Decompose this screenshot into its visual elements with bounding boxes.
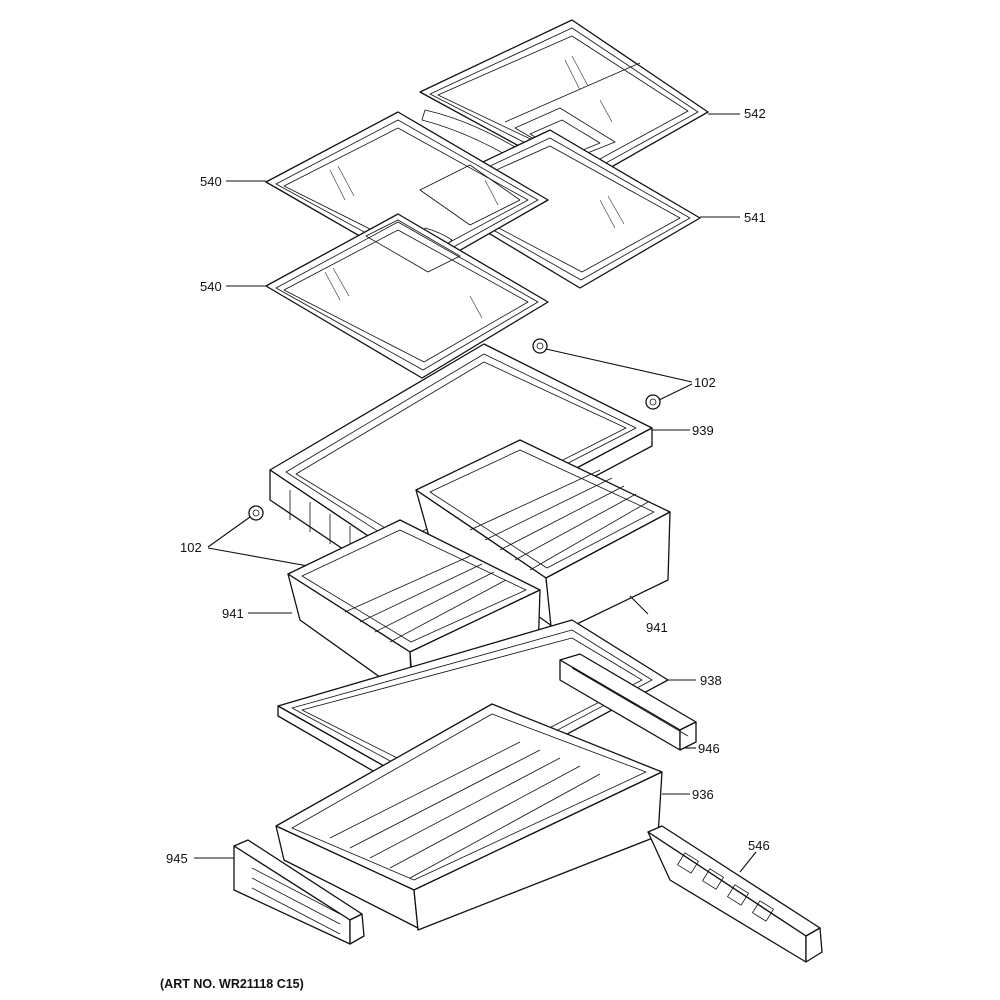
callout-945: 945 <box>166 851 188 866</box>
callout-102-left: 102 <box>180 540 202 555</box>
callout-540-lower: 540 <box>200 279 222 294</box>
pin-102-top-a <box>532 338 548 354</box>
callout-546: 546 <box>748 838 770 853</box>
callout-542: 542 <box>744 106 766 121</box>
callout-102-top: 102 <box>694 375 716 390</box>
callout-941-left: 941 <box>222 606 244 621</box>
callout-936: 936 <box>692 787 714 802</box>
art-number: (ART NO. WR21118 C15) <box>160 977 304 991</box>
bracket-945 <box>194 839 365 945</box>
pin-102-top-b <box>645 394 661 410</box>
callout-941-right: 941 <box>646 620 668 635</box>
callout-946: 946 <box>698 741 720 756</box>
callout-938: 938 <box>700 673 722 688</box>
pin-102-left-a <box>248 505 264 521</box>
shelf-540-lower <box>226 213 549 379</box>
divider-546 <box>647 825 823 963</box>
callout-540-upper: 540 <box>200 174 222 189</box>
shelf-542 <box>419 19 740 183</box>
callout-939: 939 <box>692 423 714 438</box>
crisper-drawer-941-right <box>415 439 671 637</box>
bottom-pan-936 <box>275 703 690 931</box>
slide-rail-946 <box>559 653 697 751</box>
callout-541: 541 <box>744 210 766 225</box>
